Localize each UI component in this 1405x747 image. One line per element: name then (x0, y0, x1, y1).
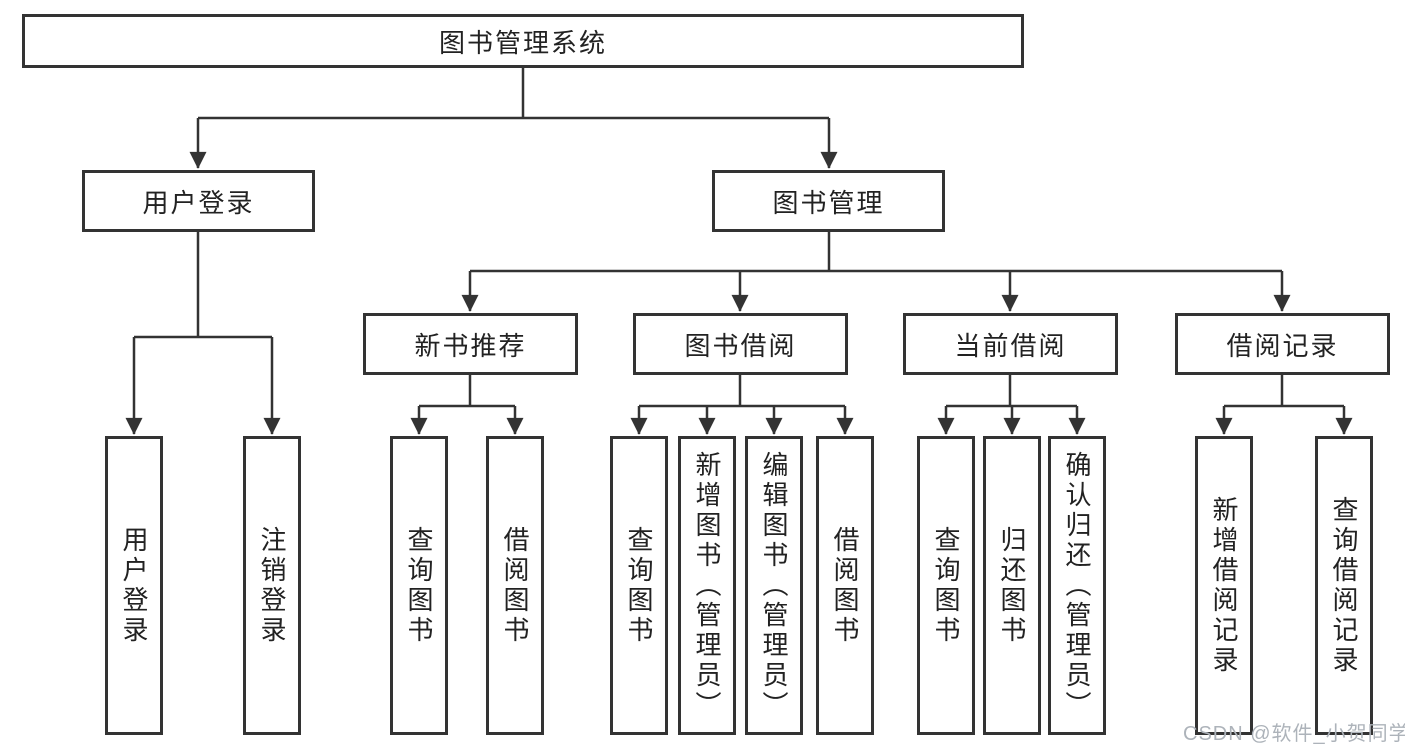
node-leaf-user-login: 用户登录 (105, 436, 163, 735)
node-book-mgmt: 图书管理 (712, 170, 945, 232)
node-root: 图书管理系统 (22, 14, 1024, 68)
node-leaf-borrow-edit: 编辑图书（管理员） (745, 436, 803, 735)
node-leaf-borrow-add: 新增图书（管理员） (678, 436, 736, 735)
node-leaf-borrow-query: 查询图书 (610, 436, 668, 735)
node-user-login: 用户登录 (82, 170, 315, 232)
node-leaf-record-add: 新增借阅记录 (1195, 436, 1253, 735)
node-leaf-borrow-do: 借阅图书 (816, 436, 874, 735)
node-book-borrow: 图书借阅 (633, 313, 848, 375)
node-leaf-record-query: 查询借阅记录 (1315, 436, 1373, 735)
node-leaf-rec-borrow: 借阅图书 (486, 436, 544, 735)
node-leaf-current-query: 查询图书 (917, 436, 975, 735)
node-borrow-record: 借阅记录 (1175, 313, 1390, 375)
node-leaf-current-return: 归还图书 (983, 436, 1041, 735)
node-leaf-current-confirm: 确认归还（管理员） (1048, 436, 1106, 735)
csdn-watermark: CSDN @软件_小贺同学 (1183, 723, 1405, 745)
node-leaf-rec-query: 查询图书 (390, 436, 448, 735)
node-new-book-rec: 新书推荐 (363, 313, 578, 375)
node-leaf-logout: 注销登录 (243, 436, 301, 735)
node-current-borrow: 当前借阅 (903, 313, 1118, 375)
